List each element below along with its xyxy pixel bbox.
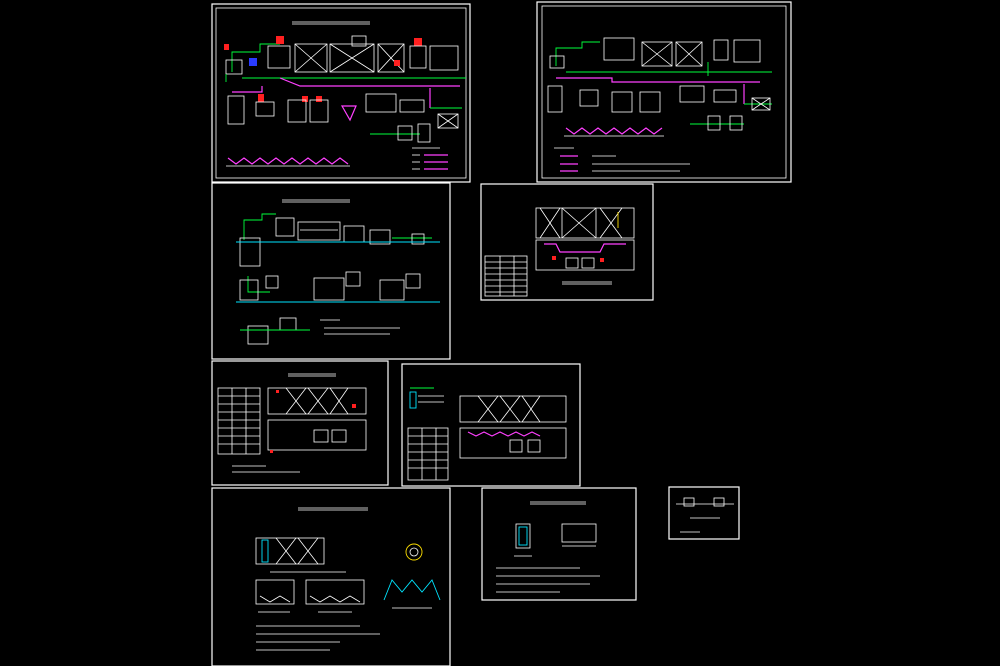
equipment-table: [407, 427, 449, 481]
sheet-2[interactable]: [536, 1, 792, 183]
equipment-table: [484, 255, 528, 297]
sheet-9[interactable]: [668, 486, 740, 540]
sheet-1[interactable]: [211, 3, 471, 183]
sheet-4[interactable]: [480, 183, 654, 301]
sheet-5[interactable]: [211, 360, 389, 486]
sheet-7[interactable]: [211, 487, 451, 666]
sheet-6[interactable]: [401, 363, 581, 487]
sheet-8[interactable]: [481, 487, 637, 601]
sheet-3[interactable]: [211, 182, 451, 360]
equipment-table: [217, 387, 261, 455]
